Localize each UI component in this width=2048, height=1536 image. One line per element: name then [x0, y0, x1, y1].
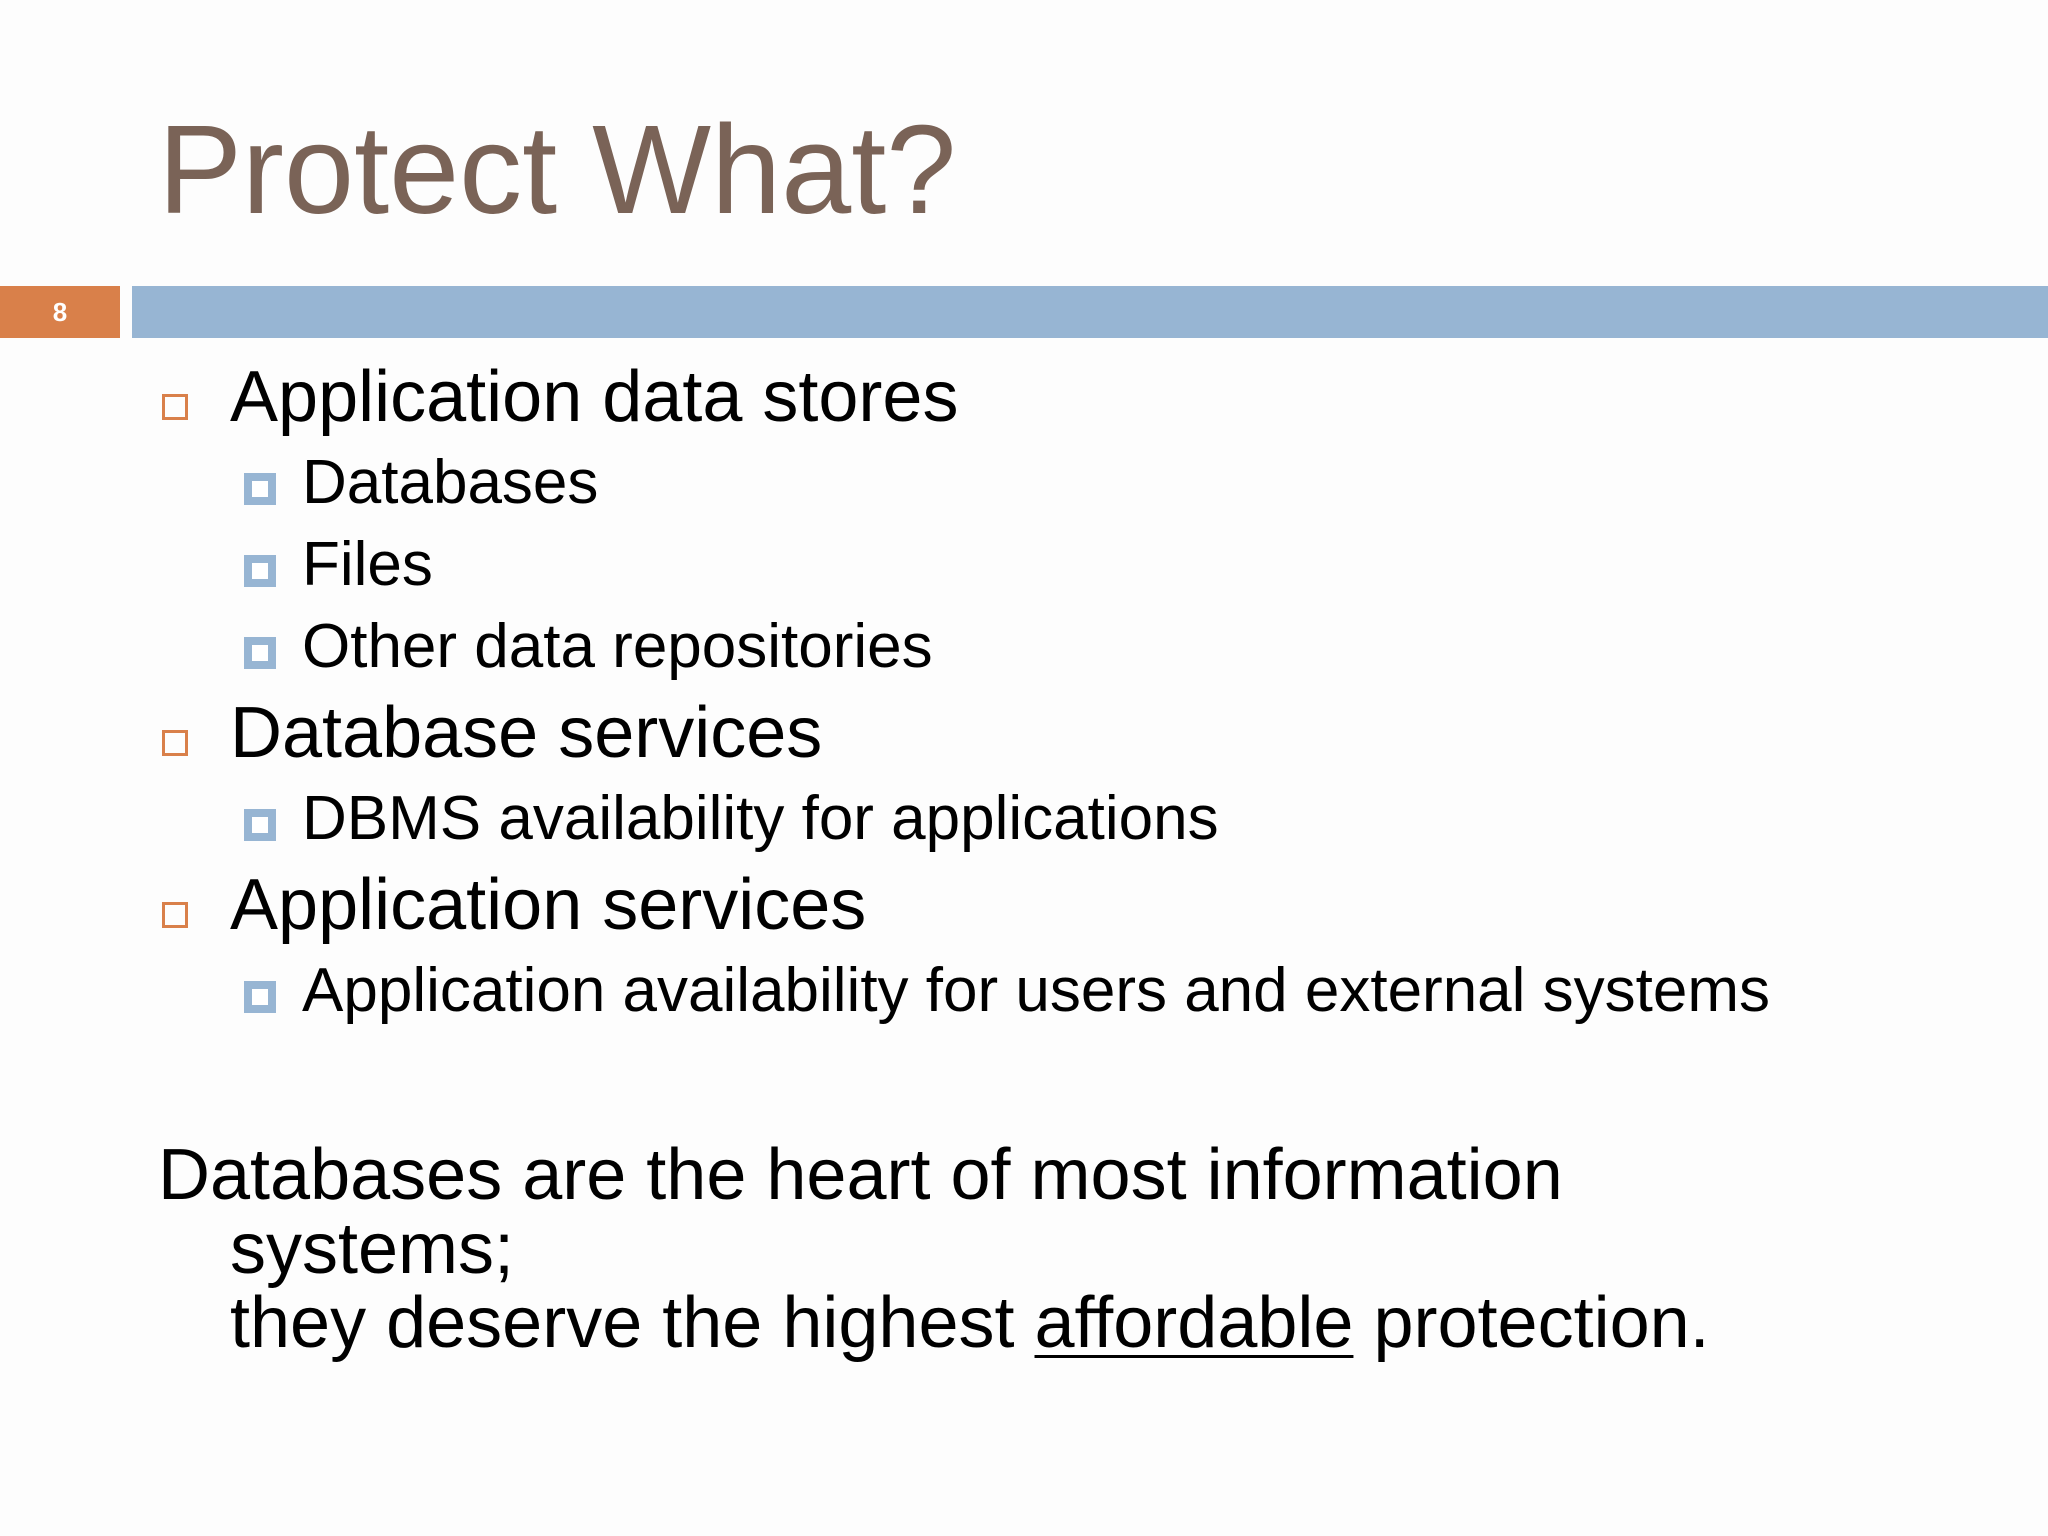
sub-bullet-item: Application availability for users and e…	[158, 950, 2018, 1032]
bullet-list: Application data stores Databases Files …	[158, 352, 2018, 1032]
hollow-square-bullet-icon	[162, 394, 188, 420]
closing-text-before: they deserve the highest	[230, 1283, 1035, 1363]
bullet-text: Application services	[230, 865, 867, 945]
square-bullet-icon	[244, 637, 276, 669]
bullet-text: Database services	[230, 693, 823, 773]
page-number-badge: 8	[0, 286, 120, 338]
sub-bullet-item: DBMS availability for applications	[158, 778, 2018, 860]
closing-line-3: they deserve the highest affordable prot…	[158, 1286, 2018, 1360]
sub-bullet-text: Application availability for users and e…	[302, 956, 1771, 1025]
closing-statement: Databases are the heart of most informat…	[158, 1138, 2018, 1360]
page-number: 8	[52, 296, 68, 327]
square-bullet-icon	[244, 473, 276, 505]
hollow-square-bullet-icon	[162, 730, 188, 756]
sub-bullet-item: Files	[158, 524, 2018, 606]
sub-bullet-text: Databases	[302, 448, 599, 517]
closing-text-after: protection.	[1353, 1283, 1710, 1363]
sub-bullet-item: Databases	[158, 442, 2018, 524]
square-bullet-icon	[244, 555, 276, 587]
bullet-item-application-data-stores: Application data stores	[158, 352, 2018, 442]
square-bullet-icon	[244, 809, 276, 841]
closing-line-2: systems;	[230, 1209, 515, 1289]
square-bullet-icon	[244, 981, 276, 1013]
closing-line-1: Databases are the heart of most informat…	[158, 1135, 1563, 1215]
sub-bullet-text: DBMS availability for applications	[302, 784, 1219, 853]
sub-bullet-text: Other data repositories	[302, 612, 933, 681]
emphasized-word: affordable	[1034, 1283, 1354, 1363]
header-divider-bar	[132, 286, 2048, 338]
slide-title: Protect What?	[158, 99, 957, 240]
sub-bullet-item: Other data repositories	[158, 606, 2018, 688]
bullet-item-database-services: Database services	[158, 688, 2018, 778]
hollow-square-bullet-icon	[162, 902, 188, 928]
sub-bullet-text: Files	[302, 530, 433, 599]
bullet-item-application-services: Application services	[158, 860, 2018, 950]
bullet-text: Application data stores	[230, 357, 959, 437]
